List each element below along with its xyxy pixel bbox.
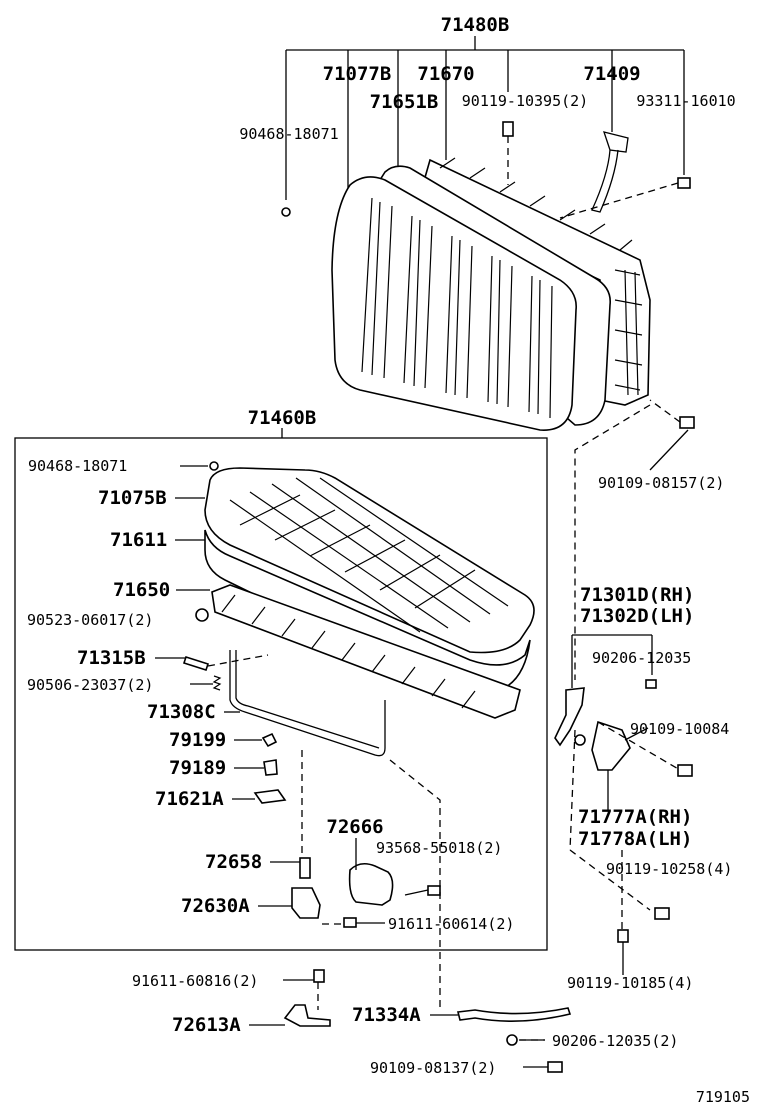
label-90109-08137: 90109-08137(2) bbox=[370, 1059, 496, 1077]
label-71651B: 71651B bbox=[370, 91, 439, 113]
headrest-stay bbox=[591, 92, 629, 213]
label-90523-06017: 90523-06017(2) bbox=[27, 611, 153, 629]
label-90468-18071: 90468-18071 bbox=[28, 457, 127, 475]
label-72630A: 72630A bbox=[181, 895, 250, 917]
label-71077B: 71077B bbox=[323, 63, 392, 85]
label-71302D: 71302D(LH) bbox=[580, 605, 694, 627]
seatback-leader-lines bbox=[285, 36, 685, 200]
label-71777A: 71777A(RH) bbox=[578, 806, 692, 828]
cable-dashed-path bbox=[389, 759, 441, 1010]
seat-cushion-frame bbox=[211, 584, 521, 757]
seat-lock-parts bbox=[291, 750, 441, 928]
part-labels: 71480B 71077B 71670 71409 71651B 90119-1… bbox=[27, 14, 750, 1106]
label-71621A: 71621A bbox=[155, 788, 224, 810]
label-71480B: 71480B bbox=[441, 14, 510, 36]
seat-hinge bbox=[554, 634, 693, 975]
label-71650: 71650 bbox=[113, 579, 170, 601]
label-72613A: 72613A bbox=[172, 1014, 241, 1036]
seat-cushion-box bbox=[14, 437, 548, 951]
label-71460B: 71460B bbox=[248, 407, 317, 429]
label-71315B: 71315B bbox=[77, 647, 146, 669]
label-79189: 79189 bbox=[169, 757, 226, 779]
label-72658: 72658 bbox=[205, 851, 262, 873]
seat-small-parts bbox=[180, 461, 287, 804]
label-71778A: 71778A(LH) bbox=[578, 828, 692, 850]
label-72666: 72666 bbox=[326, 816, 383, 838]
bottom-parts bbox=[283, 969, 572, 1073]
diagram-id: 719105 bbox=[696, 1088, 750, 1106]
label-90119-10395: 90119-10395(2) bbox=[462, 92, 588, 110]
label-90506-23037: 90506-23037(2) bbox=[27, 676, 153, 694]
label-71075B: 71075B bbox=[98, 487, 167, 509]
label-71308C: 71308C bbox=[147, 701, 216, 723]
seat-cushion-cover bbox=[204, 467, 535, 654]
label-90109-08157: 90109-08157(2) bbox=[598, 474, 724, 492]
label-93568-55018: 93568-55018(2) bbox=[376, 839, 502, 857]
bolt-93311-16010 bbox=[677, 177, 691, 189]
label-71611: 71611 bbox=[110, 529, 167, 551]
label-90109-10084: 90109-10084 bbox=[630, 720, 729, 738]
hinge-dashed-path bbox=[574, 404, 651, 680]
label-90206-12035: 90206-12035 bbox=[592, 649, 691, 667]
label-79199: 79199 bbox=[169, 729, 226, 751]
label-90206-12035-b: 90206-12035(2) bbox=[552, 1032, 678, 1050]
label-71409: 71409 bbox=[583, 63, 640, 85]
seatback-cover bbox=[331, 176, 577, 431]
label-91611-60816: 91611-60816(2) bbox=[132, 972, 258, 990]
label-90119-10258: 90119-10258(4) bbox=[606, 860, 732, 878]
label-leaders bbox=[155, 497, 548, 1068]
label-90468-18071-top: 90468-18071 bbox=[239, 125, 338, 143]
label-93311-16010: 93311-16010 bbox=[636, 92, 735, 110]
label-91611-60614: 91611-60614(2) bbox=[388, 915, 514, 933]
label-71301D: 71301D(RH) bbox=[580, 584, 694, 606]
label-71334A: 71334A bbox=[352, 1004, 421, 1026]
top-bolts bbox=[281, 121, 695, 471]
seat-cushion-pad bbox=[204, 529, 531, 696]
label-90119-10185: 90119-10185(4) bbox=[567, 974, 693, 992]
label-71670: 71670 bbox=[417, 63, 474, 85]
